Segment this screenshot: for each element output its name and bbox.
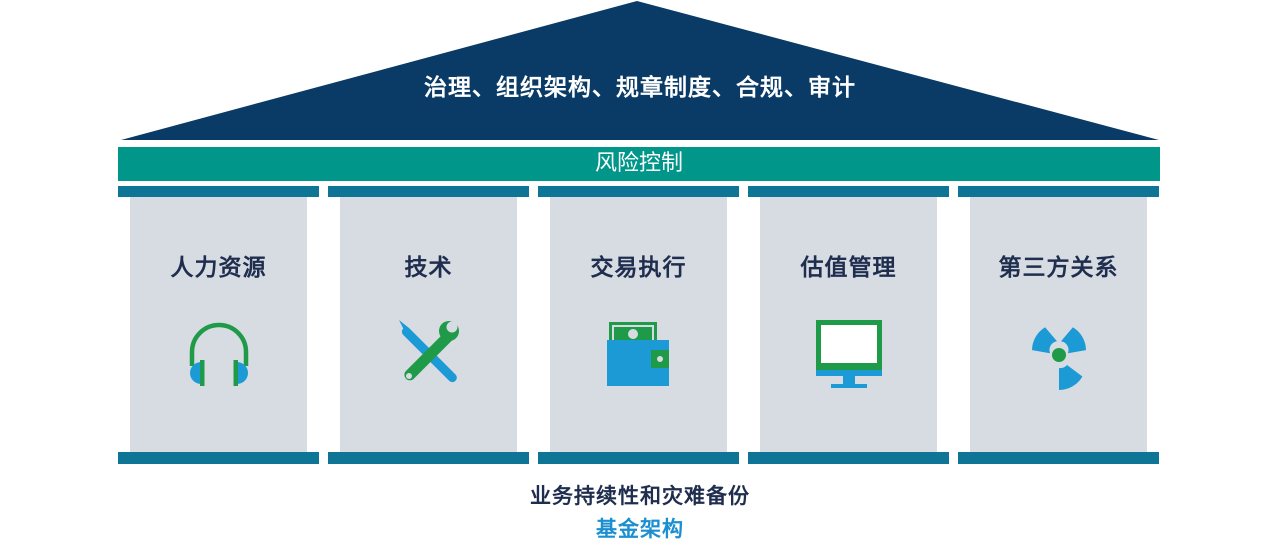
headphones-icon [189,322,248,386]
pillar-label: 技术 [404,255,453,281]
monitor-icon [815,320,882,388]
pillar-base [958,452,1159,464]
pillar-label: 人力资源 [170,255,267,281]
pillar-trade-execution: 交易执行 [538,186,739,464]
pillar-cap [748,186,949,197]
pillar-third-party: 第三方关系 [958,186,1159,464]
pillar-label: 第三方关系 [998,255,1119,281]
pillar-base [118,452,319,464]
pillar-cap [328,186,529,197]
pillar-human-resources: 人力资源 [118,186,319,464]
pillar-cap [538,186,739,197]
pillar-base [748,452,949,464]
pillar-label: 估值管理 [800,255,897,281]
business-continuity-caption: 业务持续性和灾难备份 [530,484,750,508]
pillar-cap [958,186,1159,197]
fund-structure-caption: 基金架构 [596,517,684,541]
roof-title: 治理、组织架构、规章制度、合规、审计 [424,75,856,101]
risk-control-band: 风险控制 [118,147,1160,181]
pillar-cap [118,186,319,197]
pillar-base [328,452,529,464]
tools-icon [398,320,459,383]
wallet-icon [606,322,669,386]
radiation-icon [1031,327,1086,390]
pillar-shaft [340,197,517,452]
pillar-technology: 技术 [328,186,529,464]
pillar-valuation: 估值管理 [748,186,949,464]
pillar-shaft [970,197,1147,452]
roof [121,1,1159,140]
pillar-base [538,452,739,464]
pillar-label: 交易执行 [590,255,687,281]
